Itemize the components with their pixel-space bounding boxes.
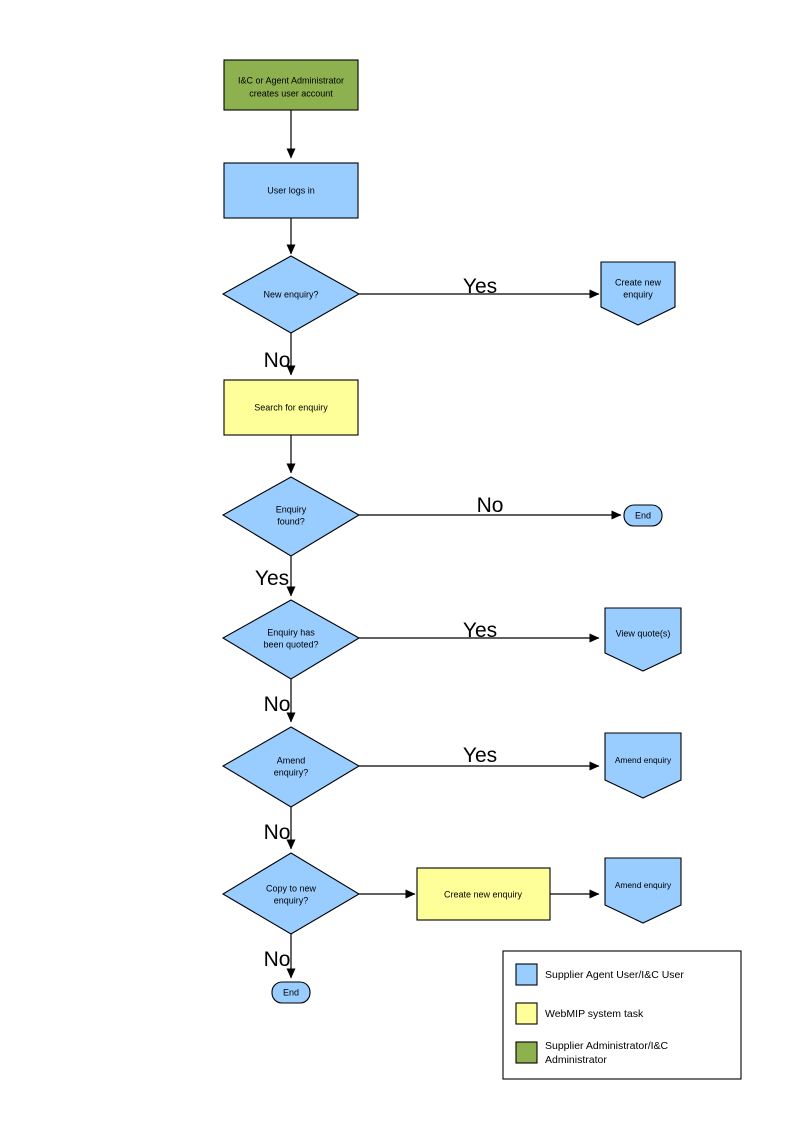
enquiry-quoted-decision-shape[interactable] — [221, 599, 361, 680]
enquiry-found-decision-shape[interactable] — [221, 476, 361, 557]
end-bottom-label: End — [283, 987, 299, 997]
amend-enquiry-doc-2-label: Amend enquiry — [615, 880, 672, 890]
amend-enquiry-decision-label-2: enquiry? — [274, 767, 309, 777]
node-enquiry-quoted-decision[interactable]: Enquiry has been quoted? — [221, 599, 361, 680]
legend-container — [502, 950, 742, 1080]
legend-label-user: Supplier Agent User/I&C User — [545, 969, 684, 981]
node-create-new-enquiry-doc[interactable]: Create new enquiry — [600, 261, 676, 326]
copy-to-new-enquiry-decision-shape[interactable] — [221, 852, 361, 935]
edge-label-copy-to-new-no: No — [264, 948, 291, 971]
admin-creates-account-shape[interactable] — [223, 59, 359, 111]
view-quotes-doc-label: View quote(s) — [616, 628, 671, 638]
node-end-bottom[interactable]: End — [271, 981, 311, 1004]
create-new-enquiry-task-label: Create new enquiry — [444, 889, 523, 899]
user-logs-in-label: User logs in — [267, 185, 315, 195]
node-search-for-enquiry[interactable]: Search for enquiry — [223, 379, 359, 436]
node-create-new-enquiry-task[interactable]: Create new enquiry — [416, 867, 551, 921]
amend-enquiry-decision-label-1: Amend — [277, 755, 306, 765]
user-logs-in-shape[interactable] — [223, 162, 359, 219]
node-amend-enquiry-decision[interactable]: Amend enquiry? — [221, 726, 361, 808]
legend-item-webmip-system-task: WebMIP system task — [515, 1002, 644, 1025]
amend-enquiry-doc-2-shape[interactable] — [604, 857, 682, 924]
legend-swatch-user — [515, 963, 538, 986]
node-admin-creates-account[interactable]: I&C or Agent Administrator creates user … — [223, 59, 359, 111]
admin-creates-account-label-2: creates user account — [249, 88, 333, 98]
edge-label-enquiry-found-no: No — [477, 494, 504, 517]
edge-label-new-enquiry-yes: Yes — [463, 275, 497, 298]
legend-label-admin-2: Administrator — [545, 1054, 607, 1066]
search-for-enquiry-label: Search for enquiry — [254, 402, 328, 412]
edge-label-amend-enquiry-no: No — [264, 821, 291, 844]
edge-labels: Yes No No Yes Yes No Yes No No — [255, 275, 504, 971]
end-top-label: End — [635, 510, 651, 520]
node-amend-enquiry-doc-2[interactable]: Amend enquiry — [604, 857, 682, 924]
amend-enquiry-doc-1-label: Amend enquiry — [615, 755, 672, 765]
legend-item-supplier-administrator: Supplier Administrator/I&C Administrator — [515, 1040, 669, 1066]
node-user-logs-in[interactable]: User logs in — [223, 162, 359, 219]
legend-item-supplier-agent-user: Supplier Agent User/I&C User — [515, 963, 684, 986]
node-new-enquiry-decision[interactable]: New enquiry? — [221, 255, 361, 334]
copy-to-new-enquiry-decision-label-1: Copy to new — [266, 883, 317, 893]
create-new-enquiry-doc-label-2: enquiry — [623, 289, 653, 299]
admin-creates-account-label-1: I&C or Agent Administrator — [238, 75, 344, 85]
create-new-enquiry-doc-label-1: Create new — [615, 277, 662, 287]
edge-label-enquiry-quoted-no: No — [264, 693, 291, 716]
copy-to-new-enquiry-decision-label-2: enquiry? — [274, 895, 309, 905]
enquiry-quoted-decision-label-2: been quoted? — [263, 639, 318, 649]
legend-swatch-system — [515, 1002, 538, 1025]
legend-label-admin-1: Supplier Administrator/I&C — [545, 1040, 669, 1052]
search-for-enquiry-shape[interactable] — [223, 379, 359, 436]
edge-label-amend-enquiry-yes: Yes — [463, 744, 497, 767]
view-quotes-doc-shape[interactable] — [604, 607, 682, 672]
new-enquiry-decision-shape[interactable] — [221, 255, 361, 334]
end-bottom-shape[interactable] — [271, 981, 311, 1004]
legend-label-system: WebMIP system task — [545, 1008, 644, 1020]
legend-swatch-admin — [515, 1041, 538, 1064]
legend: Supplier Agent User/I&C User WebMIP syst… — [502, 950, 742, 1080]
node-end-top[interactable]: End — [623, 504, 663, 527]
edge-label-enquiry-found-yes: Yes — [255, 567, 289, 590]
amend-enquiry-decision-shape[interactable] — [221, 726, 361, 808]
node-view-quotes-doc[interactable]: View quote(s) — [604, 607, 682, 672]
create-new-enquiry-doc-shape[interactable] — [600, 261, 676, 326]
edge-label-enquiry-quoted-yes: Yes — [463, 619, 497, 642]
node-enquiry-found-decision[interactable]: Enquiry found? — [221, 476, 361, 557]
create-new-enquiry-task-shape[interactable] — [416, 867, 551, 921]
end-top-shape[interactable] — [623, 504, 663, 527]
node-amend-enquiry-doc-1[interactable]: Amend enquiry — [604, 732, 682, 799]
node-copy-to-new-enquiry-decision[interactable]: Copy to new enquiry? — [221, 852, 361, 935]
enquiry-quoted-decision-label-1: Enquiry has — [267, 627, 315, 637]
new-enquiry-decision-label: New enquiry? — [263, 289, 318, 299]
enquiry-found-decision-label-2: found? — [277, 516, 305, 526]
amend-enquiry-doc-1-shape[interactable] — [604, 732, 682, 799]
connectors — [286, 110, 622, 979]
edge-label-new-enquiry-no: No — [264, 349, 291, 372]
enquiry-found-decision-label-1: Enquiry — [276, 504, 307, 514]
